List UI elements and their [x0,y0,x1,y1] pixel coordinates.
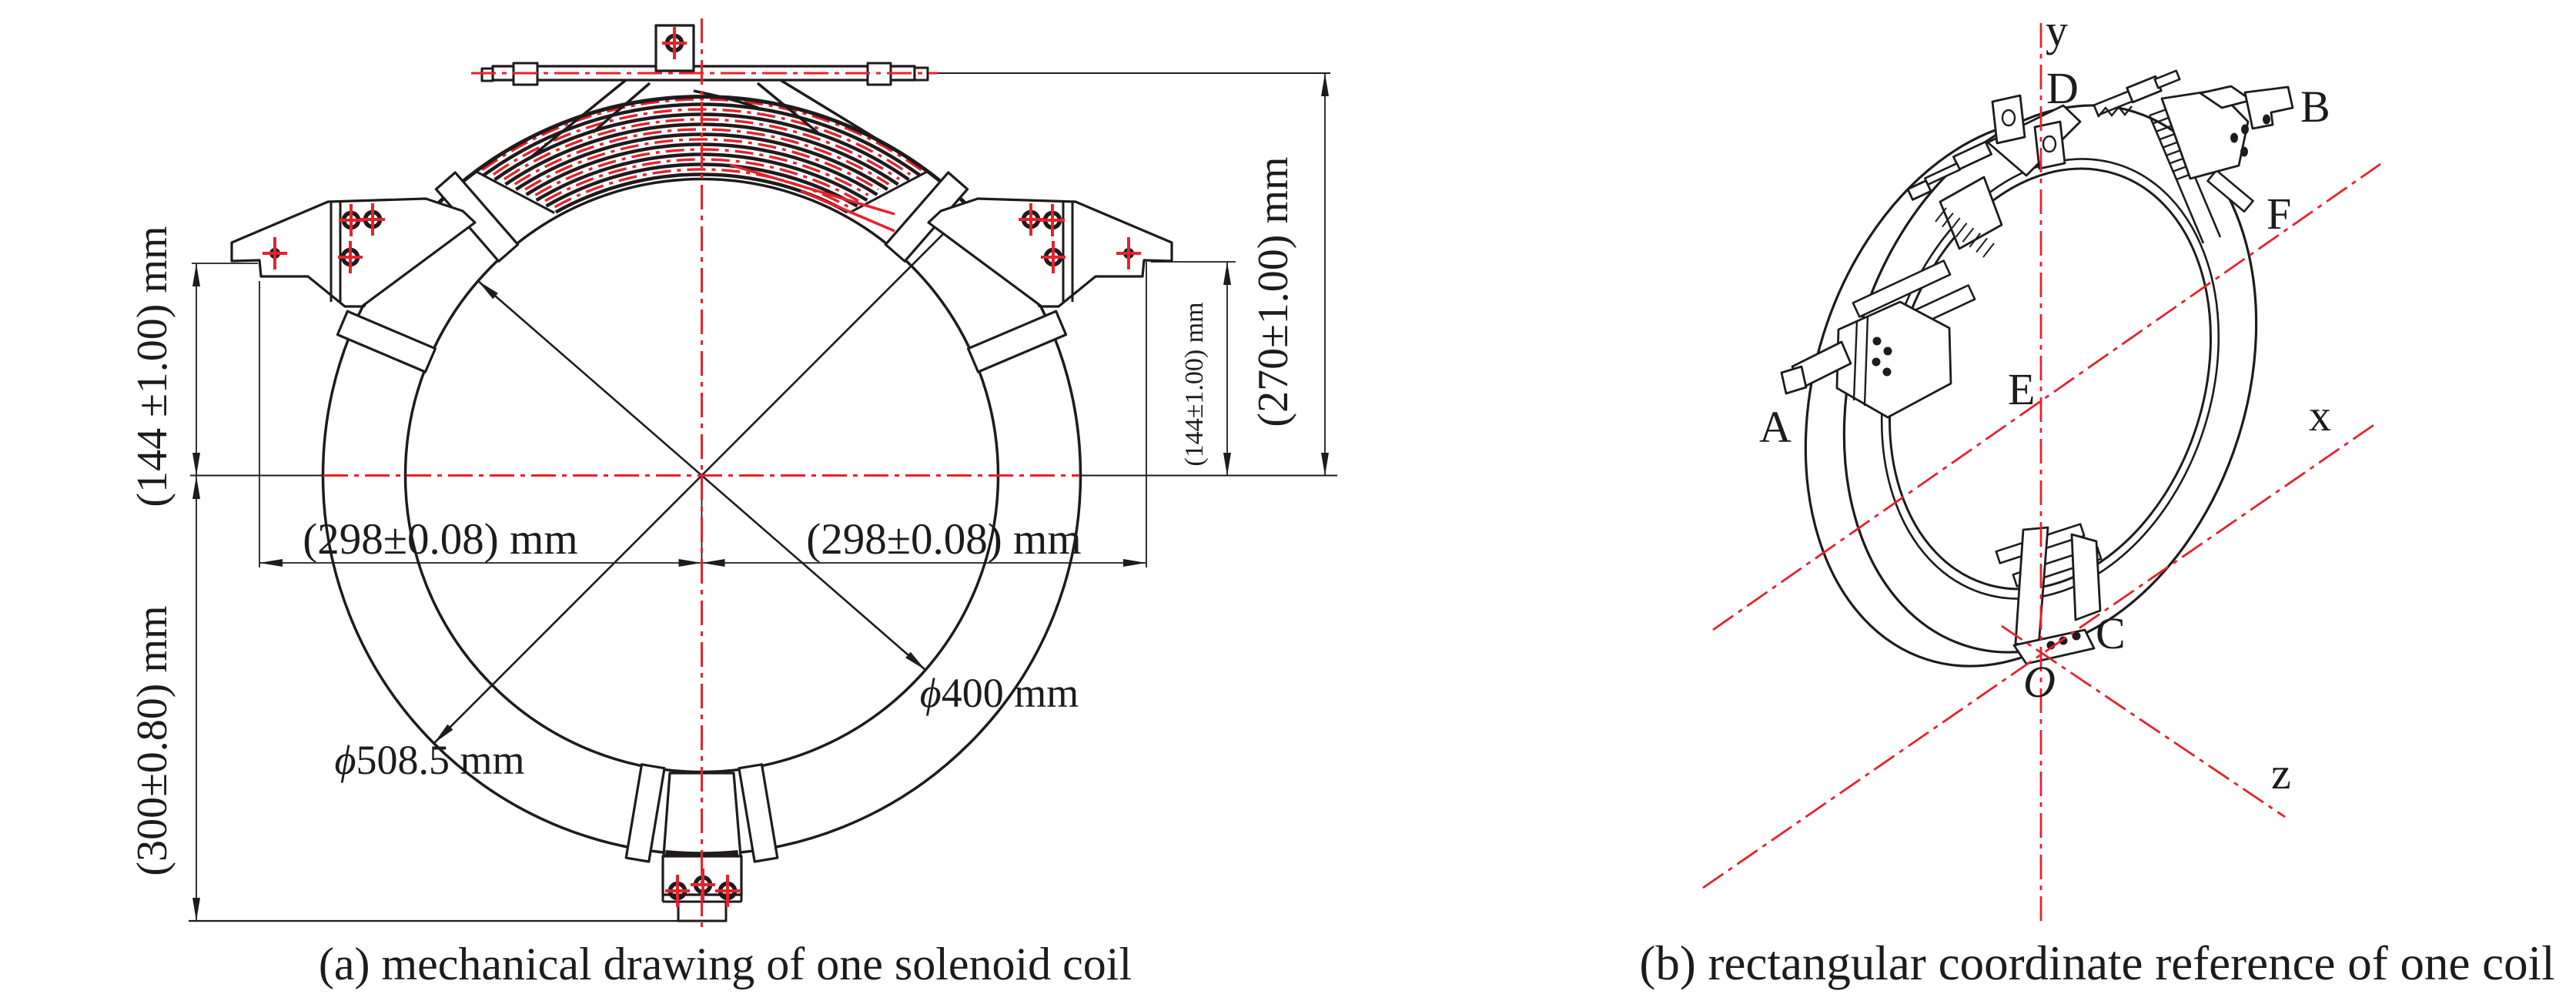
svg-text:D: D [2046,63,2079,113]
svg-text:(298±0.08) mm: (298±0.08) mm [806,515,1081,564]
svg-text:x: x [2309,390,2331,440]
svg-text:(298±0.08) mm: (298±0.08) mm [303,515,577,564]
svg-text:(270±1.00) mm: (270±1.00) mm [1250,156,1297,427]
svg-text:C: C [2096,608,2126,658]
svg-text:E: E [2008,364,2035,414]
svg-text:A: A [1759,402,1791,452]
svg-text:ϕ508.5 mm: ϕ508.5 mm [335,737,525,783]
svg-text:ϕ400 mm: ϕ400 mm [920,670,1079,716]
svg-text:y: y [2046,5,2068,55]
svg-text:(144±1.00) mm: (144±1.00) mm [1180,302,1209,466]
svg-text:(a) mechanical drawing of one: (a) mechanical drawing of one solenoid c… [319,939,1132,989]
svg-text:O: O [2023,657,2056,707]
svg-text:(144 ±1.00) mm: (144 ±1.00) mm [129,226,176,507]
svg-text:z: z [2271,748,2291,798]
svg-text:(b) rectangular coordinate ref: (b) rectangular coordinate reference of … [1639,936,2554,990]
svg-text:B: B [2300,82,2330,132]
svg-text:(300±0.80) mm: (300±0.80) mm [129,605,176,875]
svg-text:F: F [2267,189,2291,239]
